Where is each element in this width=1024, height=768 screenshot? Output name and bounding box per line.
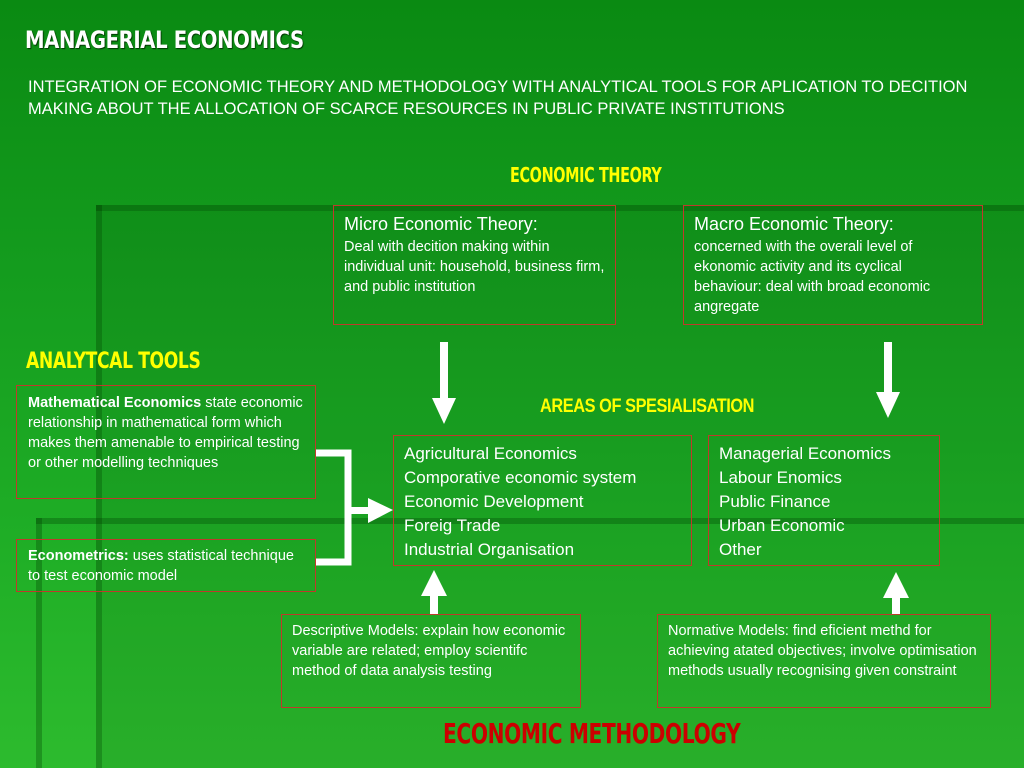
- down-arrow-micro-icon: [432, 342, 456, 424]
- slide-title: MANAGERIAL ECONOMICS: [25, 26, 304, 54]
- econometrics-bold-label: Econometrics:: [28, 548, 129, 564]
- decorative-band: [96, 205, 1024, 211]
- descriptive-models-box: Descriptive Models: explain how economic…: [281, 614, 581, 708]
- area-item: Economic Development: [404, 492, 584, 511]
- math-description: state economic relationship in mathemati…: [28, 395, 303, 471]
- background-shade: [102, 211, 1024, 768]
- area-item: Urban Economic: [719, 516, 845, 535]
- micro-title: Micro Economic Theory:: [344, 214, 538, 234]
- econometrics-description: uses statistical technique to test econo…: [28, 548, 294, 584]
- decorative-band: [36, 518, 42, 768]
- analytical-tools-heading: ANALYTCAL TOOLS: [26, 349, 201, 374]
- area-item: Other: [719, 540, 762, 559]
- slide-subtitle: INTEGRATION OF ECONOMIC THEORY AND METHO…: [28, 78, 968, 118]
- macro-description: concerned with the overali level of ekon…: [694, 239, 931, 315]
- decorative-band: [36, 518, 1024, 524]
- areas-heading: AREAS OF SPESIALISATION: [540, 396, 755, 417]
- area-item: Public Finance: [719, 492, 831, 511]
- decorative-band: [96, 205, 102, 768]
- areas-right-box: Managerial Economics Labour Enomics Publ…: [708, 435, 940, 566]
- econometrics-box: Econometrics: uses statistical technique…: [16, 539, 316, 592]
- normative-models-box: Normative Models: find eficient methd fo…: [657, 614, 991, 708]
- up-arrow-descriptive-icon: [421, 570, 447, 614]
- area-item: Comporative economic system: [404, 468, 637, 487]
- bracket-connector-icon: [316, 449, 393, 566]
- economic-theory-heading: ECONOMIC THEORY: [510, 163, 662, 187]
- area-item: Foreig Trade: [404, 516, 501, 535]
- micro-economic-theory-box: Micro Economic Theory: Deal with decitio…: [333, 205, 616, 325]
- mathematical-economics-box: Mathematical Economics state economic re…: [16, 385, 316, 499]
- area-item: Labour Enomics: [719, 468, 842, 487]
- area-item: Managerial Economics: [719, 444, 891, 463]
- up-arrow-normative-icon: [883, 572, 909, 614]
- down-arrow-macro-icon: [876, 342, 900, 418]
- areas-left-box: Agricultural Economics Comporative econo…: [393, 435, 692, 566]
- micro-description: Deal with decition making within individ…: [344, 239, 605, 295]
- area-item: Industrial Organisation: [404, 540, 575, 559]
- math-bold-label: Mathematical Economics: [28, 395, 202, 411]
- macro-title: Macro Economic Theory:: [694, 214, 894, 234]
- macro-economic-theory-box: Macro Economic Theory: concerned with th…: [683, 205, 983, 325]
- area-item: Agricultural Economics: [404, 444, 577, 463]
- economic-methodology-heading: ECONOMIC METHODOLOGY: [443, 717, 741, 750]
